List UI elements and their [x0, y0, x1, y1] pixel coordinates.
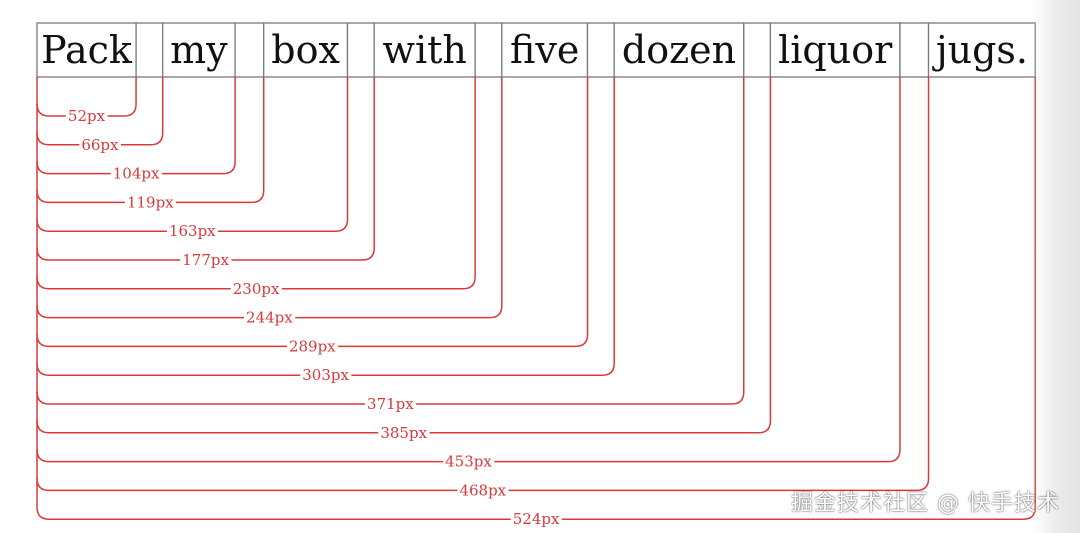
measure-label: 289px — [289, 337, 336, 355]
word-text: jugs. — [932, 28, 1028, 72]
word-box — [36, 22, 137, 78]
measure-label-background — [286, 337, 339, 356]
space-box — [346, 22, 375, 78]
measure-label: 303px — [302, 366, 349, 384]
measure-label: 52px — [68, 107, 106, 125]
word-text: Pack — [41, 28, 133, 72]
word-box — [613, 22, 745, 78]
measure-label-background — [79, 135, 121, 154]
space-box — [586, 22, 615, 78]
measure-label: 230px — [233, 280, 280, 298]
word-text: dozen — [622, 28, 736, 72]
measure-bracket — [36, 77, 589, 348]
space-box — [899, 22, 930, 78]
measure-label: 385px — [380, 424, 427, 442]
measure-label: 371px — [367, 395, 414, 413]
measure-label-background — [510, 510, 562, 529]
measure-label: 524px — [513, 510, 560, 528]
measure-label-background — [457, 481, 509, 500]
measure-label: 244px — [246, 309, 293, 327]
measure-label-background — [65, 107, 108, 125]
measure-label: 66px — [81, 136, 119, 154]
word-text: five — [510, 28, 579, 72]
word-text: with — [382, 28, 466, 72]
measure-bracket — [36, 77, 1036, 520]
word-box — [263, 22, 349, 78]
measure-label: 163px — [169, 222, 216, 240]
measure-bracket — [36, 77, 930, 492]
space-box — [743, 22, 772, 78]
scroll-edge-shade — [1032, 0, 1080, 533]
measure-bracket — [36, 77, 901, 463]
measure-bracket — [36, 77, 349, 232]
measure-label: 119px — [127, 193, 174, 211]
space-box — [474, 22, 503, 78]
measure-bracket — [36, 77, 503, 319]
word-box — [162, 22, 236, 78]
measure-label: 104px — [113, 165, 160, 183]
measure-label-background — [230, 279, 282, 298]
word-text: my — [170, 28, 228, 72]
measure-label-background — [180, 251, 232, 269]
measure-label-background — [378, 423, 430, 442]
measure-bracket — [36, 77, 615, 376]
measure-label-background — [365, 395, 417, 413]
watermark: 掘金技术社区 @ 快手技术 — [791, 491, 1060, 516]
space-box — [135, 22, 164, 78]
measure-label-background — [300, 366, 352, 385]
word-box — [501, 22, 589, 78]
measure-label-background — [166, 222, 219, 241]
measure-label: 468px — [459, 481, 506, 499]
space-box — [234, 22, 265, 78]
measure-bracket — [36, 77, 164, 146]
measure-bracket — [36, 77, 265, 204]
measure-bracket — [36, 77, 236, 175]
measure-bracket — [36, 77, 375, 261]
measure-label: 453px — [445, 453, 492, 471]
measure-bracket — [36, 77, 745, 405]
measure-label: 177px — [182, 251, 229, 269]
measure-bracket — [36, 77, 137, 117]
measure-label-background — [244, 308, 296, 327]
measure-label-background — [443, 452, 495, 471]
word-text: liquor — [778, 28, 893, 72]
measure-bracket — [36, 77, 772, 434]
word-text: box — [271, 28, 340, 72]
measure-label-background — [110, 164, 162, 183]
measure-bracket — [36, 77, 476, 290]
measure-label-background — [124, 193, 177, 212]
word-box — [769, 22, 901, 78]
word-box — [927, 22, 1036, 78]
